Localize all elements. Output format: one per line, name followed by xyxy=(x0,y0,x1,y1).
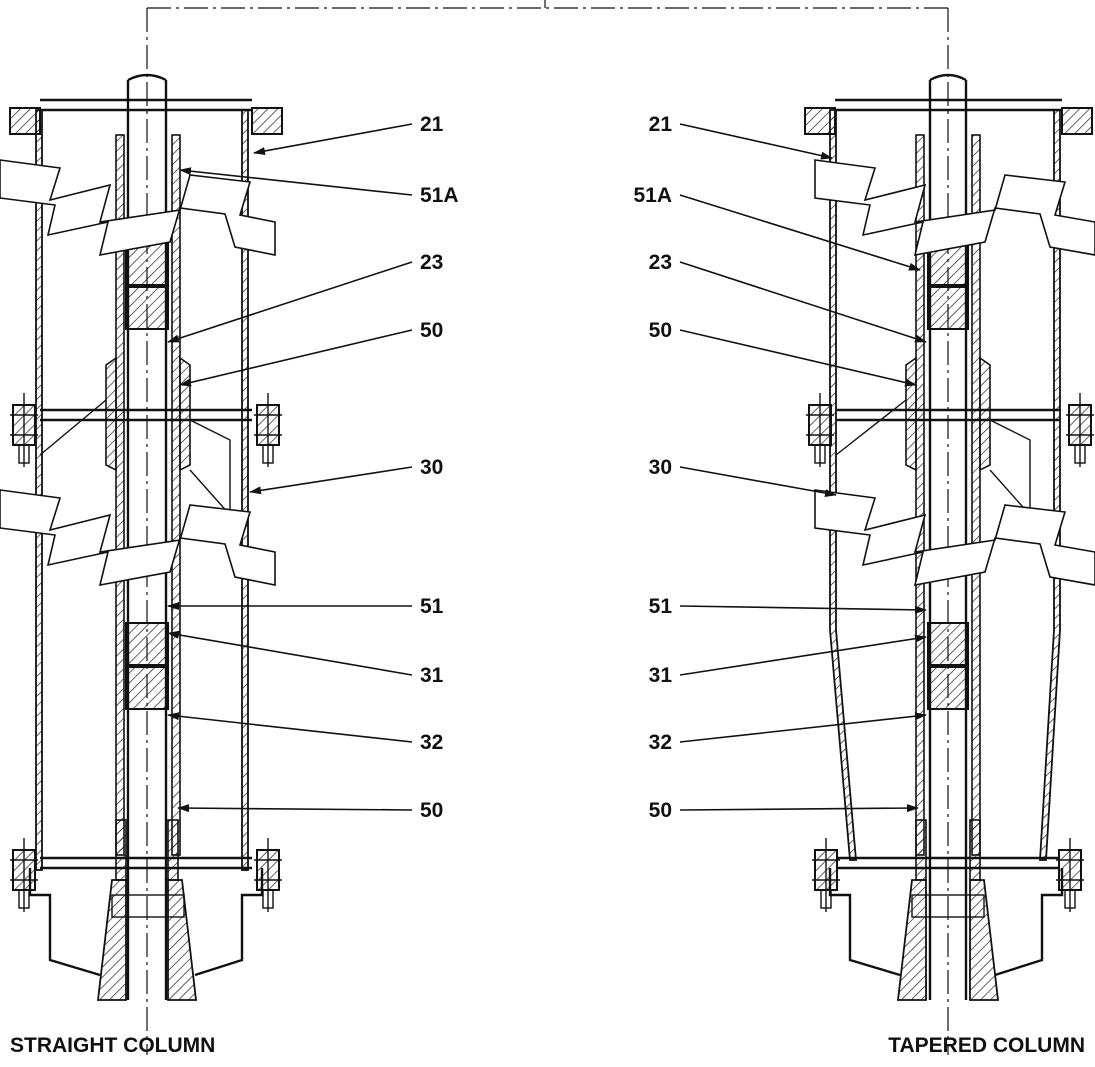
callout-50: 50 xyxy=(649,319,672,342)
callout-31: 31 xyxy=(649,664,673,687)
callout-21: 21 xyxy=(420,113,444,136)
break-band xyxy=(814,159,1095,257)
callouts-left: 21 51A 23 50 30 51 31 32 50 xyxy=(420,113,459,822)
break-band xyxy=(0,489,276,587)
break-band xyxy=(814,489,1095,587)
leaders-left xyxy=(167,123,413,813)
callouts-right: 21 51A 23 50 30 51 31 32 50 xyxy=(633,113,672,822)
caption-straight-column: STRAIGHT COLUMN xyxy=(10,1034,215,1057)
callout-32: 32 xyxy=(420,731,443,754)
leaders-right xyxy=(679,123,927,813)
callout-50-lower: 50 xyxy=(649,799,672,822)
callout-51a: 51A xyxy=(633,184,672,207)
tapered-column-view xyxy=(804,8,1095,1055)
callout-50: 50 xyxy=(420,319,443,342)
break-band xyxy=(0,159,276,257)
callout-30: 30 xyxy=(420,456,443,479)
callout-32: 32 xyxy=(649,731,672,754)
callout-23: 23 xyxy=(649,251,672,274)
callout-23: 23 xyxy=(420,251,443,274)
callout-31: 31 xyxy=(420,664,444,687)
caption-tapered-column: TAPERED COLUMN xyxy=(888,1034,1085,1057)
callout-50-lower: 50 xyxy=(420,799,443,822)
callout-51a: 51A xyxy=(420,184,459,207)
callout-51: 51 xyxy=(649,595,673,618)
callout-51: 51 xyxy=(420,595,444,618)
callout-30: 30 xyxy=(649,456,672,479)
straight-column-view xyxy=(0,8,283,1055)
callout-21: 21 xyxy=(649,113,673,136)
